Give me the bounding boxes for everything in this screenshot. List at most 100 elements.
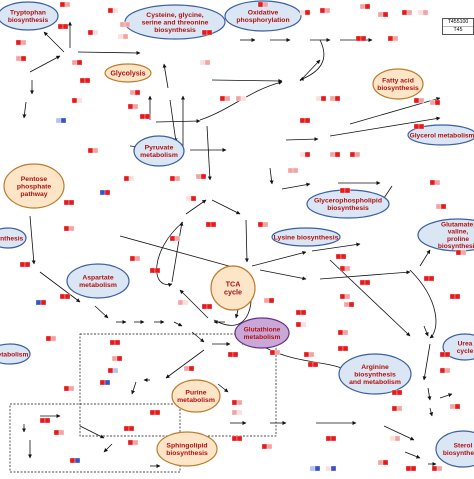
expression-tile: [149, 409, 161, 416]
pathway-label-glycolysis: Glycolysis: [110, 70, 145, 77]
expression-tile: [107, 367, 119, 374]
expression-tile: [185, 195, 197, 202]
pathway-bubble-tryptophan: [0, 1, 59, 31]
pathway-bubble-sphingolipid: [156, 431, 218, 467]
expression-tile: [337, 345, 349, 352]
expression-tile: [263, 297, 275, 304]
expression-tile: [87, 29, 99, 36]
expression-tile: [235, 95, 247, 102]
expression-tile: [139, 113, 151, 120]
expression-tile: [53, 429, 65, 436]
expression-tile: [339, 265, 351, 272]
pathway-bubble-lysine: [271, 227, 341, 247]
expression-tile: [287, 167, 299, 174]
expression-tile: [201, 29, 213, 36]
expression-tile: [319, 7, 331, 14]
expression-tile: [177, 299, 189, 306]
pathway-bubble-oxphos: [224, 0, 302, 32]
expression-tile: [219, 95, 231, 102]
pathway-bubble-fatty-acid: [372, 68, 424, 100]
expression-tile: [325, 465, 337, 472]
expression-tile: [391, 389, 403, 396]
expression-tile: [449, 403, 461, 410]
expression-tile: [299, 151, 311, 158]
expression-tile: [87, 147, 99, 154]
pathway-bubble-glycolysis: [104, 63, 152, 83]
expression-tile: [309, 465, 321, 472]
expression-tile: [99, 189, 111, 196]
expression-tile: [45, 335, 57, 342]
expression-tile: [99, 379, 111, 386]
expression-tile: [107, 7, 119, 14]
expression-tile: [339, 293, 351, 300]
expression-tile: [329, 95, 341, 102]
expression-tile: [429, 179, 441, 186]
pathway-bubble-aspartate: [66, 263, 130, 299]
expression-tile: [455, 249, 467, 256]
expression-tile: [377, 11, 389, 18]
expression-tile: [315, 95, 327, 102]
expression-tile: [231, 435, 243, 442]
expression-tile: [405, 465, 417, 472]
expression-tile: [111, 355, 123, 362]
pathway-bubble-glutathione: [234, 317, 290, 349]
pathway-bubble-arginine: [338, 353, 412, 395]
expression-tile: [149, 267, 161, 274]
expression-tile: [413, 97, 425, 104]
expression-tile: [261, 443, 273, 450]
expression-tile: [307, 361, 319, 368]
expression-tile: [15, 55, 27, 62]
expression-tile: [335, 253, 347, 260]
expression-tile: [439, 367, 451, 374]
pathway-bubble-glycerol: [407, 124, 474, 146]
expression-tile: [359, 3, 371, 10]
expression-tile: [15, 39, 27, 46]
pathway-bubble-synthesis-left: [0, 227, 27, 249]
expression-tile: [339, 187, 351, 194]
expression-tile: [205, 221, 217, 228]
expression-tile: [401, 9, 413, 16]
pathway-bubble-pentose: [3, 163, 65, 209]
pathway-label-glycerol: Glycerol metabolism: [410, 132, 474, 139]
expression-tile: [109, 339, 121, 346]
expression-tile: [19, 261, 31, 268]
expression-tile: [303, 351, 315, 358]
expression-tile: [199, 59, 211, 66]
expression-tile: [431, 465, 443, 472]
expression-tile: [269, 349, 281, 356]
expression-tile: [439, 351, 451, 358]
expression-tile: [57, 23, 69, 30]
expression-tile: [123, 425, 135, 432]
expression-tile: [417, 9, 429, 16]
expression-heatmaps: [15, 1, 467, 472]
expression-tile: [119, 21, 131, 28]
expression-tile: [117, 33, 129, 40]
sample-legend: T455100 T45: [442, 18, 474, 35]
pathway-label-lysine: Lysine biosynthesis: [274, 234, 339, 241]
pathway-bubble-urea: [442, 333, 474, 361]
expression-tile: [63, 385, 75, 392]
expression-tile: [169, 175, 181, 182]
pathway-bubble-pyruvate: [133, 135, 185, 167]
expression-tile: [127, 439, 139, 446]
expression-tile: [231, 409, 243, 416]
expression-tile: [63, 225, 75, 232]
expression-tile: [35, 299, 47, 306]
expression-tile: [355, 35, 367, 42]
expression-tile: [39, 417, 51, 424]
expression-tile: [59, 293, 71, 300]
expression-tile: [257, 1, 269, 8]
expression-tile: [389, 435, 401, 442]
expression-tile: [423, 275, 435, 282]
expression-tile: [343, 301, 355, 308]
